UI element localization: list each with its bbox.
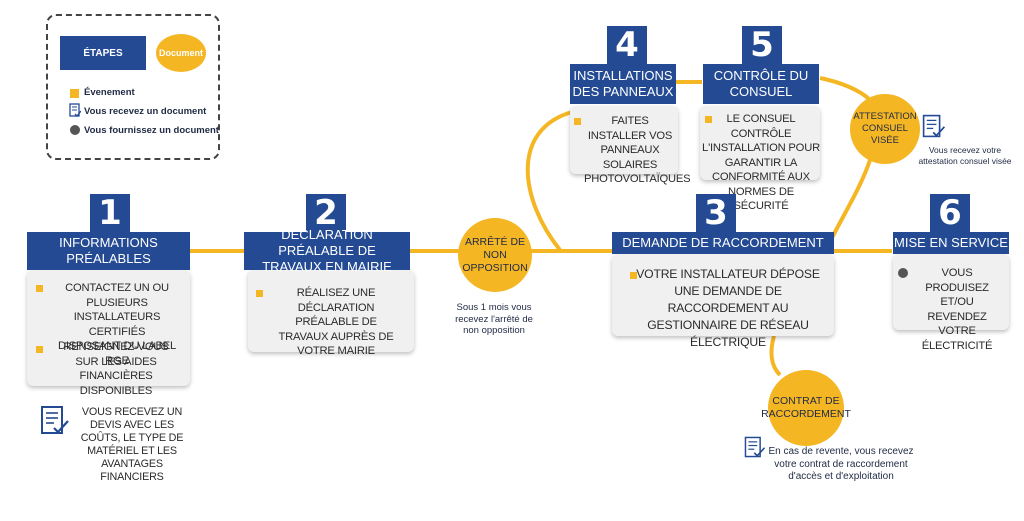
step-6-item-1: Vous produisez et/ou revendez votre élec… <box>921 267 993 352</box>
legend-document-label: Document <box>158 48 203 58</box>
step-5-card <box>700 106 820 180</box>
step-2-title: Déclaration préalable de travaux en mair… <box>244 227 410 274</box>
step-3-item-1: Votre installateur dépose une demande de… <box>636 267 820 349</box>
step-3-card <box>612 254 834 336</box>
legend-event-label: Évenement <box>84 87 135 98</box>
step-4-number: 4 <box>607 26 647 64</box>
legend-steps-label: ÉTAPES <box>83 47 123 59</box>
step-6-card <box>893 254 1009 330</box>
contrat-note: En cas de revente, vous recevez votre co… <box>768 446 914 482</box>
step-3-item-1-marker <box>630 272 637 279</box>
legend-event-square <box>70 89 79 98</box>
step-5-number: 5 <box>742 26 782 64</box>
legend-document-swatch: Document <box>156 34 206 72</box>
step-2-card <box>248 270 414 352</box>
step-1-item-2-marker <box>36 346 43 353</box>
legend-steps-swatch: ÉTAPES <box>60 36 146 70</box>
legend-receive-icon <box>69 103 81 117</box>
step-6-number: 6 <box>930 194 970 232</box>
legend-receive-label: Vous recevez un document <box>84 106 207 117</box>
attestation-note: Vous recevez votre attestation consuel v… <box>918 145 1012 166</box>
step-4-item-1-marker <box>574 118 581 125</box>
step-4-title: Installations des panneaux <box>570 64 676 104</box>
legend-provide-dot <box>70 125 80 135</box>
attestation-document-label: Attestation consuel visée <box>853 111 917 146</box>
arrete-document-circle: Arrêté de non opposition <box>458 218 532 292</box>
contrat-document-label: Contrat de raccordement <box>761 395 851 420</box>
step-1-item-2: Renseignez-vous sur les aides financière… <box>63 341 169 397</box>
step-3-number: 3 <box>696 194 736 232</box>
attestation-document-circle: Attestation consuel visée <box>850 94 920 164</box>
step-1-number: 1 <box>90 194 130 232</box>
step-1-item-1-marker <box>36 285 43 292</box>
legend-box <box>46 14 220 160</box>
step-2-item-1: Réalisez une déclaration préalable de tr… <box>278 287 394 357</box>
step-1-title: Informations préalables <box>27 232 190 270</box>
step-5-item-1: Le consuel contrôle l'installation pour … <box>702 113 820 212</box>
arrete-document-label: Arrêté de non opposition <box>462 235 528 274</box>
step-3-title: Demande de raccordement <box>612 232 834 254</box>
arrete-note: Sous 1 mois vous recevez l'arrêté de non… <box>455 302 533 336</box>
contrat-document-circle: Contrat de raccordement <box>761 370 851 446</box>
step-4-item-1: Faites installer vos panneaux solaires p… <box>584 115 691 185</box>
step-6-title: Mise en service <box>893 232 1009 254</box>
step-5-title: Contrôle du consuel <box>703 64 819 104</box>
step-1-item-1: Contactez un ou plusieurs installateurs … <box>57 282 177 367</box>
step-6-item-1-marker <box>898 268 908 278</box>
step-2-item-1-marker <box>256 290 263 297</box>
step-1-card <box>27 270 190 386</box>
step-4-card <box>570 106 678 174</box>
contrat-document-icon <box>744 436 766 458</box>
step-5-item-1-marker <box>705 116 712 123</box>
devis-document-icon <box>41 406 69 434</box>
legend-provide-label: Vous fournissez un document <box>84 125 219 136</box>
step-2-number: 2 <box>306 194 346 232</box>
attestation-document-icon <box>922 114 946 138</box>
devis-note: Vous recevez un devis avec les coûts, le… <box>80 406 184 483</box>
